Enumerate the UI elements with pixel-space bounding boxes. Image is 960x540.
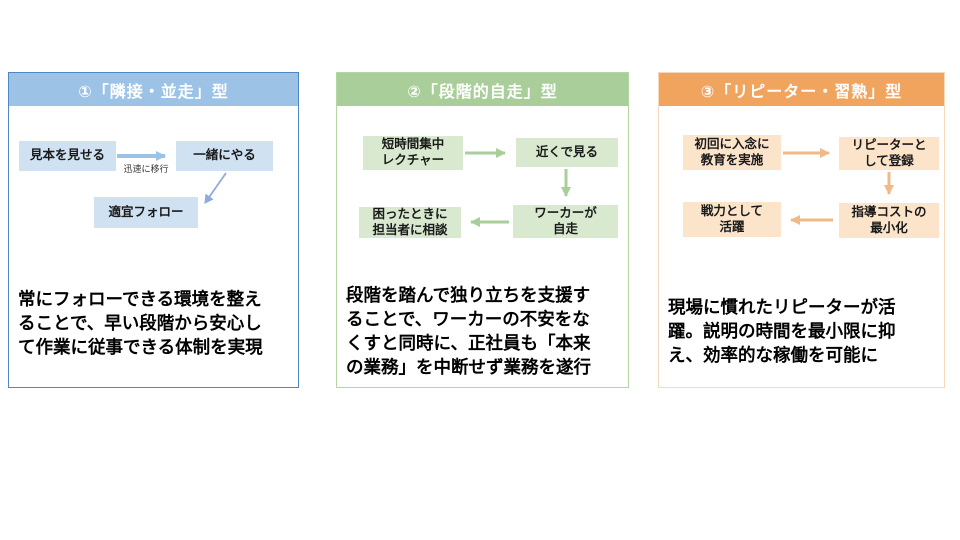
panel-3-arrows bbox=[783, 148, 894, 225]
panel-1-title: ①「隣接・並走」型 bbox=[9, 73, 298, 106]
arrow-diagonal-icon bbox=[204, 172, 227, 204]
panel-2-staged-self-run: ②「段階的自走」型 短時間集中 レクチャー 近くで見る ワーカーが 自走 困った… bbox=[336, 72, 629, 388]
flow-box-minimize-cost: 指導コストの 最小化 bbox=[839, 203, 939, 238]
panel-3-repeater-mastery: ③「リピーター・習熟」型 初回に入念に 教育を実施 リピーターと して登録 戦力… bbox=[658, 72, 945, 388]
arrow-label-quick-shift: 迅速に移行 bbox=[123, 164, 169, 174]
flow-box-do-together: 一緒にやる bbox=[176, 141, 273, 171]
panel-3-title: ③「リピーター・習熟」型 bbox=[659, 73, 944, 106]
panel-1-description: 常にフォローできる環境を整え ることで、早い段階から安心し て作業に従事できる体… bbox=[18, 289, 263, 357]
panel-1-adjacent-parallel: ①「隣接・並走」型 見本を見せる 一緒にやる 適宜フォロー 迅速に移行 常にフォ… bbox=[8, 72, 299, 388]
flow-box-watch-nearby: 近くで見る bbox=[516, 138, 618, 167]
panel-3-description: 現場に慣れたリピーターが活 躍。説明の時間を最小限に抑 え、効率的な稼働を可能に bbox=[668, 297, 896, 365]
flow-box-show-sample: 見本を見せる bbox=[19, 141, 116, 171]
panel-2-arrows bbox=[465, 148, 571, 227]
flow-box-lecture: 短時間集中 レクチャー bbox=[363, 136, 463, 170]
flow-box-consult: 困ったときに 担当者に相談 bbox=[359, 207, 461, 238]
flow-box-register-repeater: リピーターと して登録 bbox=[839, 137, 939, 170]
panel-1-flow: 見本を見せる 一緒にやる 適宜フォロー 迅速に移行 bbox=[9, 106, 298, 288]
flow-box-worker-self-run: ワーカーが 自走 bbox=[513, 205, 618, 238]
panel-2-description: 段階を踏んで独り立ちを支援す ることで、ワーカーの不安をな くすと同時に、正社員… bbox=[346, 285, 591, 377]
flow-box-active-force: 戦力として 活躍 bbox=[683, 202, 781, 237]
flow-box-follow-up: 適宜フォロー bbox=[94, 197, 198, 228]
panel-2-flow: 短時間集中 レクチャー 近くで見る ワーカーが 自走 困ったときに 担当者に相談 bbox=[337, 106, 628, 288]
panel-3-flow: 初回に入念に 教育を実施 リピーターと して登録 戦力として 活躍 指導コストの… bbox=[659, 106, 944, 288]
panel-2-title: ②「段階的自走」型 bbox=[337, 73, 628, 106]
flow-box-first-training: 初回に入念に 教育を実施 bbox=[683, 135, 781, 170]
